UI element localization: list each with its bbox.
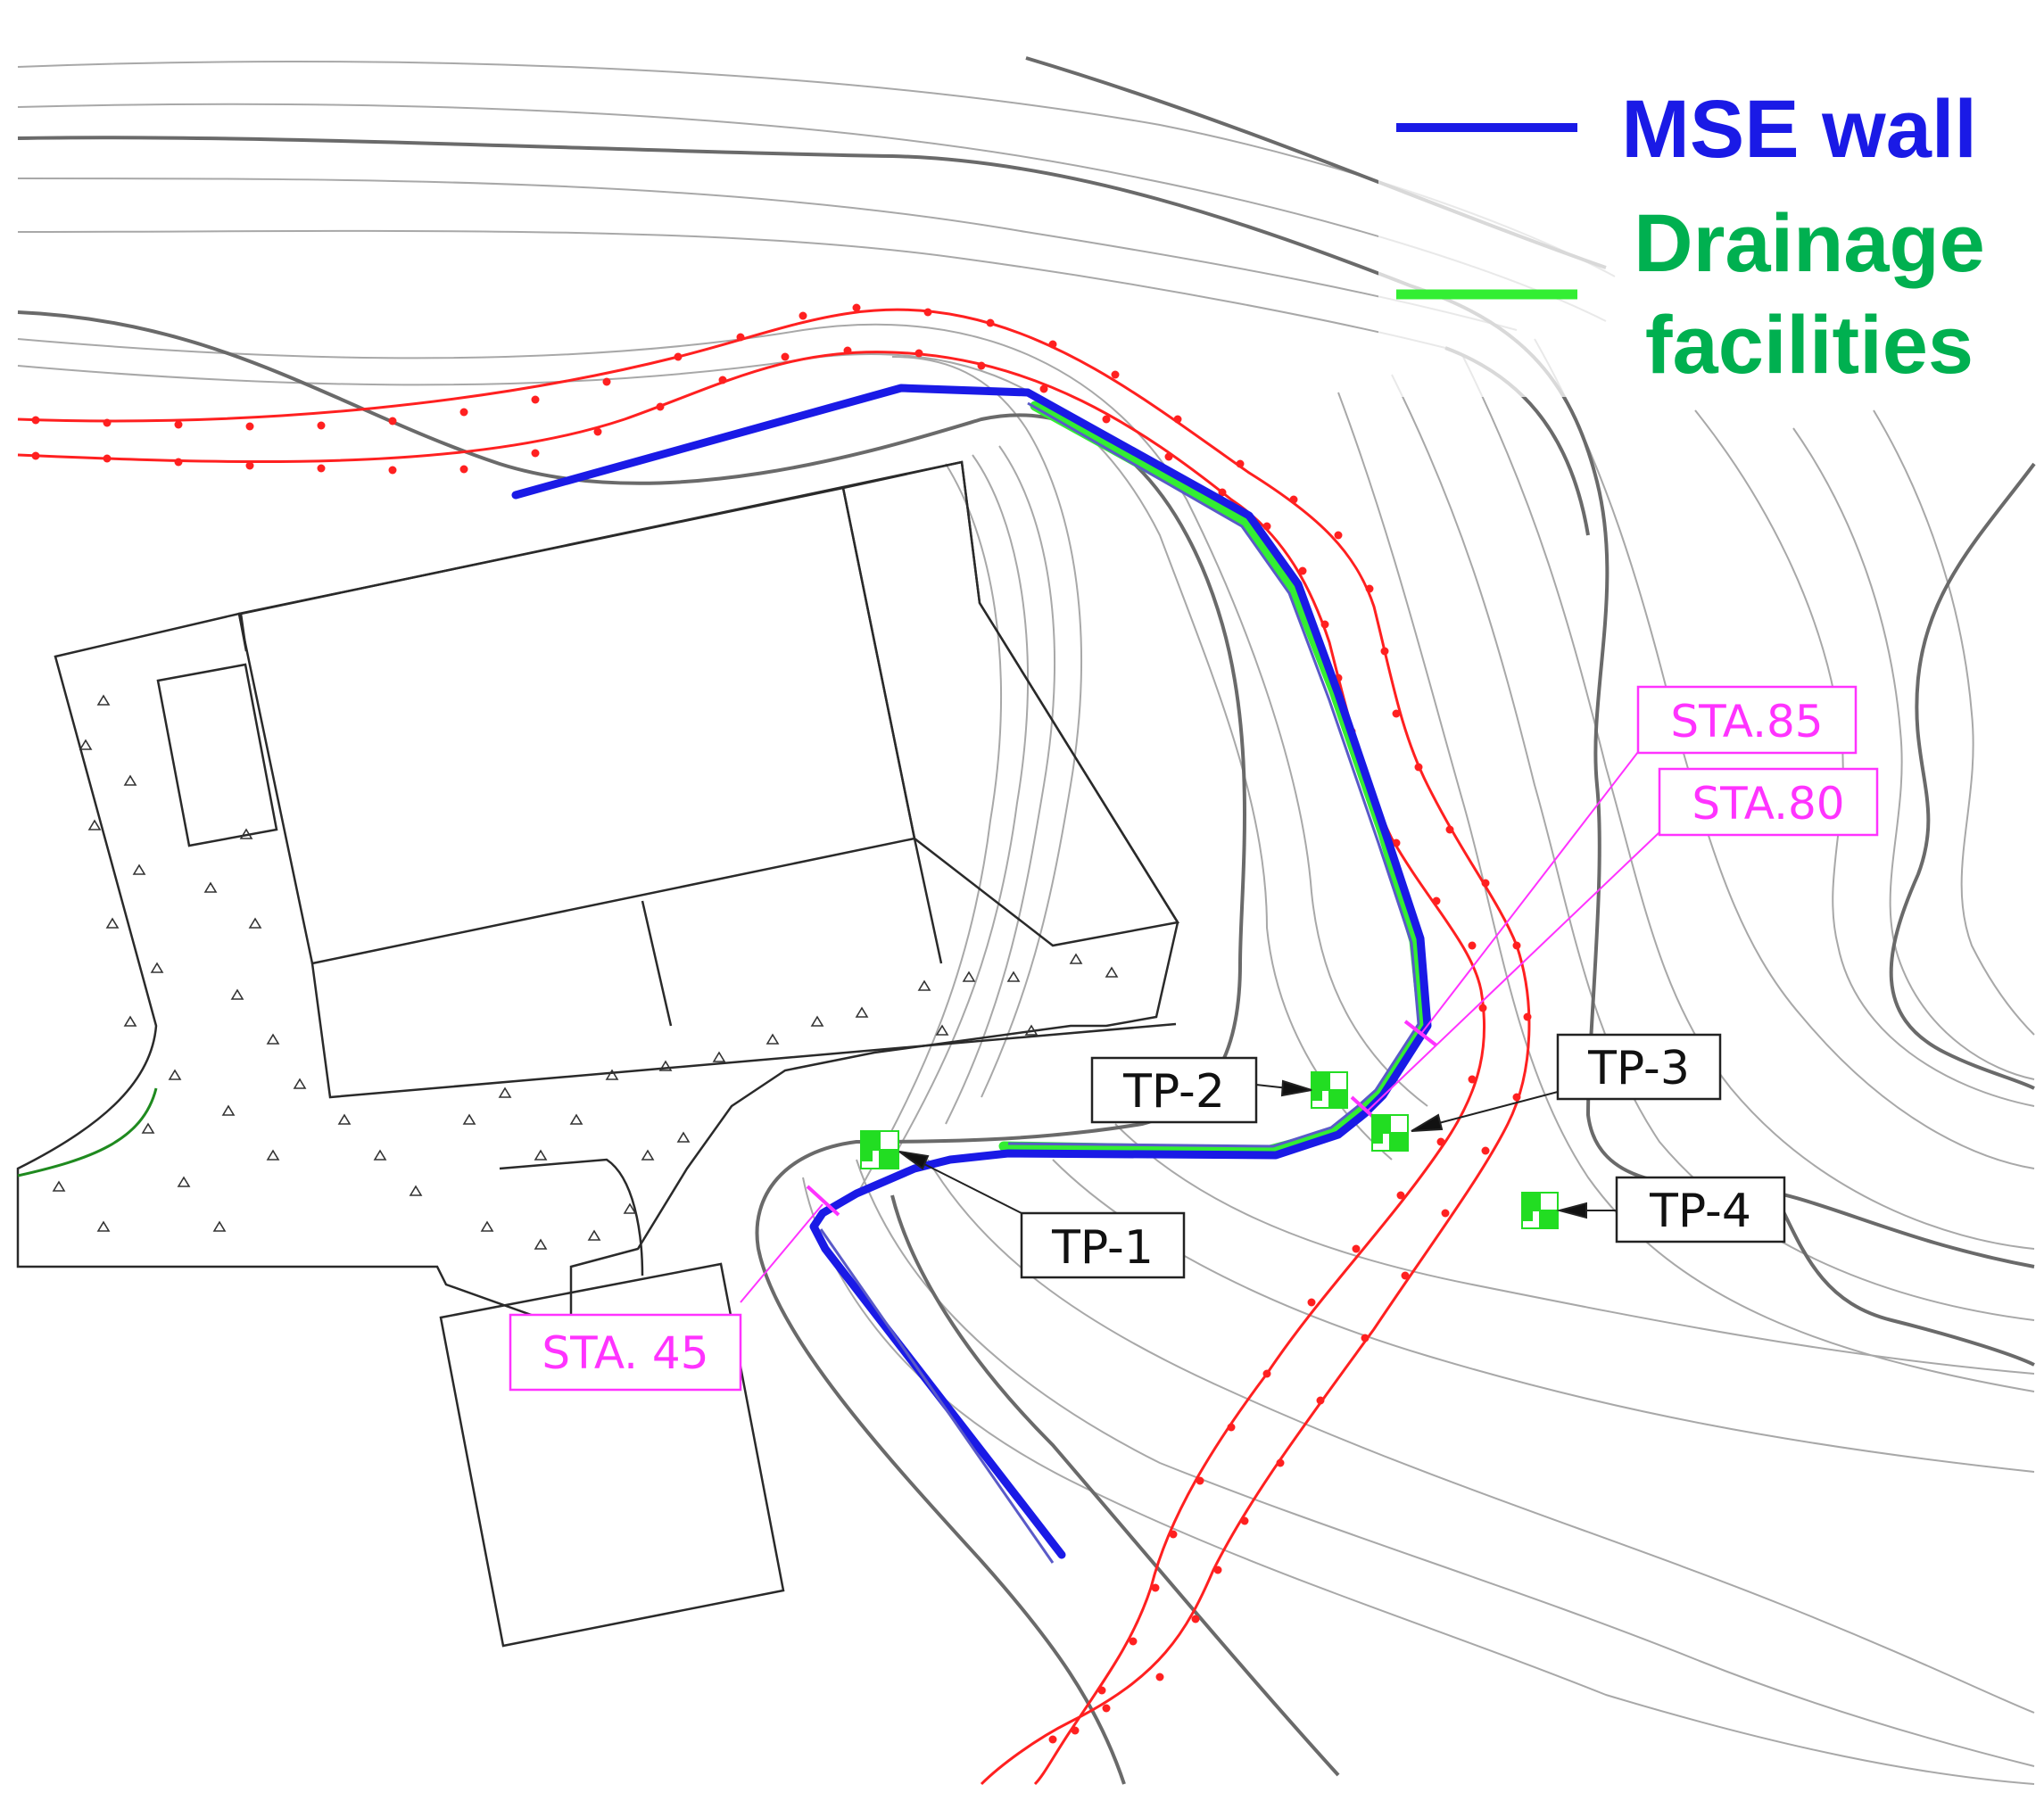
station-label-sta-45: STA. 45: [509, 1313, 742, 1392]
tp-1-marker-icon: [860, 1130, 899, 1169]
test-pit-label-tp-1: TP-1: [1020, 1211, 1186, 1279]
station-label-text: STA.85: [1670, 696, 1823, 748]
boundary-node-dots: [31, 303, 1532, 1744]
test-pit-label-text: TP-2: [1122, 1065, 1225, 1119]
test-pit-label-text: TP-1: [1051, 1221, 1154, 1275]
legend-drainage-label-line2: facilities: [1645, 300, 1974, 391]
legend-mse-wall-label: MSE wall: [1621, 84, 1977, 175]
existing-drainage-line: [17, 1087, 158, 1177]
station-leaders: [740, 751, 1660, 1303]
legend: MSE wall Drainage facilities: [1378, 84, 2021, 397]
arrowhead-icon: [1280, 1079, 1312, 1097]
arrowhead-icon: [1556, 1202, 1587, 1219]
index-contour-lines: [17, 56, 2036, 1785]
tp-3-marker-icon: [1371, 1114, 1409, 1152]
mse-wall-offset-line: [819, 401, 1420, 1564]
station-label-text: STA.80: [1692, 778, 1844, 830]
station-label-sta-80: STA.80: [1658, 767, 1879, 837]
legend-drainage-label-line1: Drainage: [1634, 198, 1985, 289]
lower-building-outline: [439, 1262, 785, 1648]
test-pit-label-tp-2: TP-2: [1090, 1056, 1258, 1124]
test-pit-label-text: TP-3: [1587, 1042, 1690, 1095]
station-label-sta-85: STA.85: [1636, 685, 1858, 755]
test-pit-label-tp-4: TP-4: [1615, 1176, 1786, 1243]
small-structure-outline: [156, 663, 278, 847]
paved-area-outline: [16, 460, 1179, 1331]
contour-lines: [17, 60, 2035, 1785]
test-pit-label-tp-3: TP-3: [1556, 1033, 1722, 1101]
annex-building-outline: [841, 460, 1180, 947]
test-pit-leaders: [898, 1079, 1617, 1219]
tp-4-marker-icon: [1521, 1192, 1559, 1229]
site-outlines: [16, 460, 1180, 1648]
test-pit-label-text: TP-4: [1649, 1185, 1751, 1238]
arrowhead-icon: [898, 1151, 930, 1170]
test-pit-markers: [860, 1071, 1559, 1229]
station-label-text: STA. 45: [542, 1327, 708, 1379]
mse-wall-lines: [511, 384, 1432, 1559]
arrowhead-icon: [1411, 1113, 1444, 1132]
tp-2-marker-icon: [1311, 1071, 1348, 1109]
gravel-hatch: [52, 694, 1119, 1250]
